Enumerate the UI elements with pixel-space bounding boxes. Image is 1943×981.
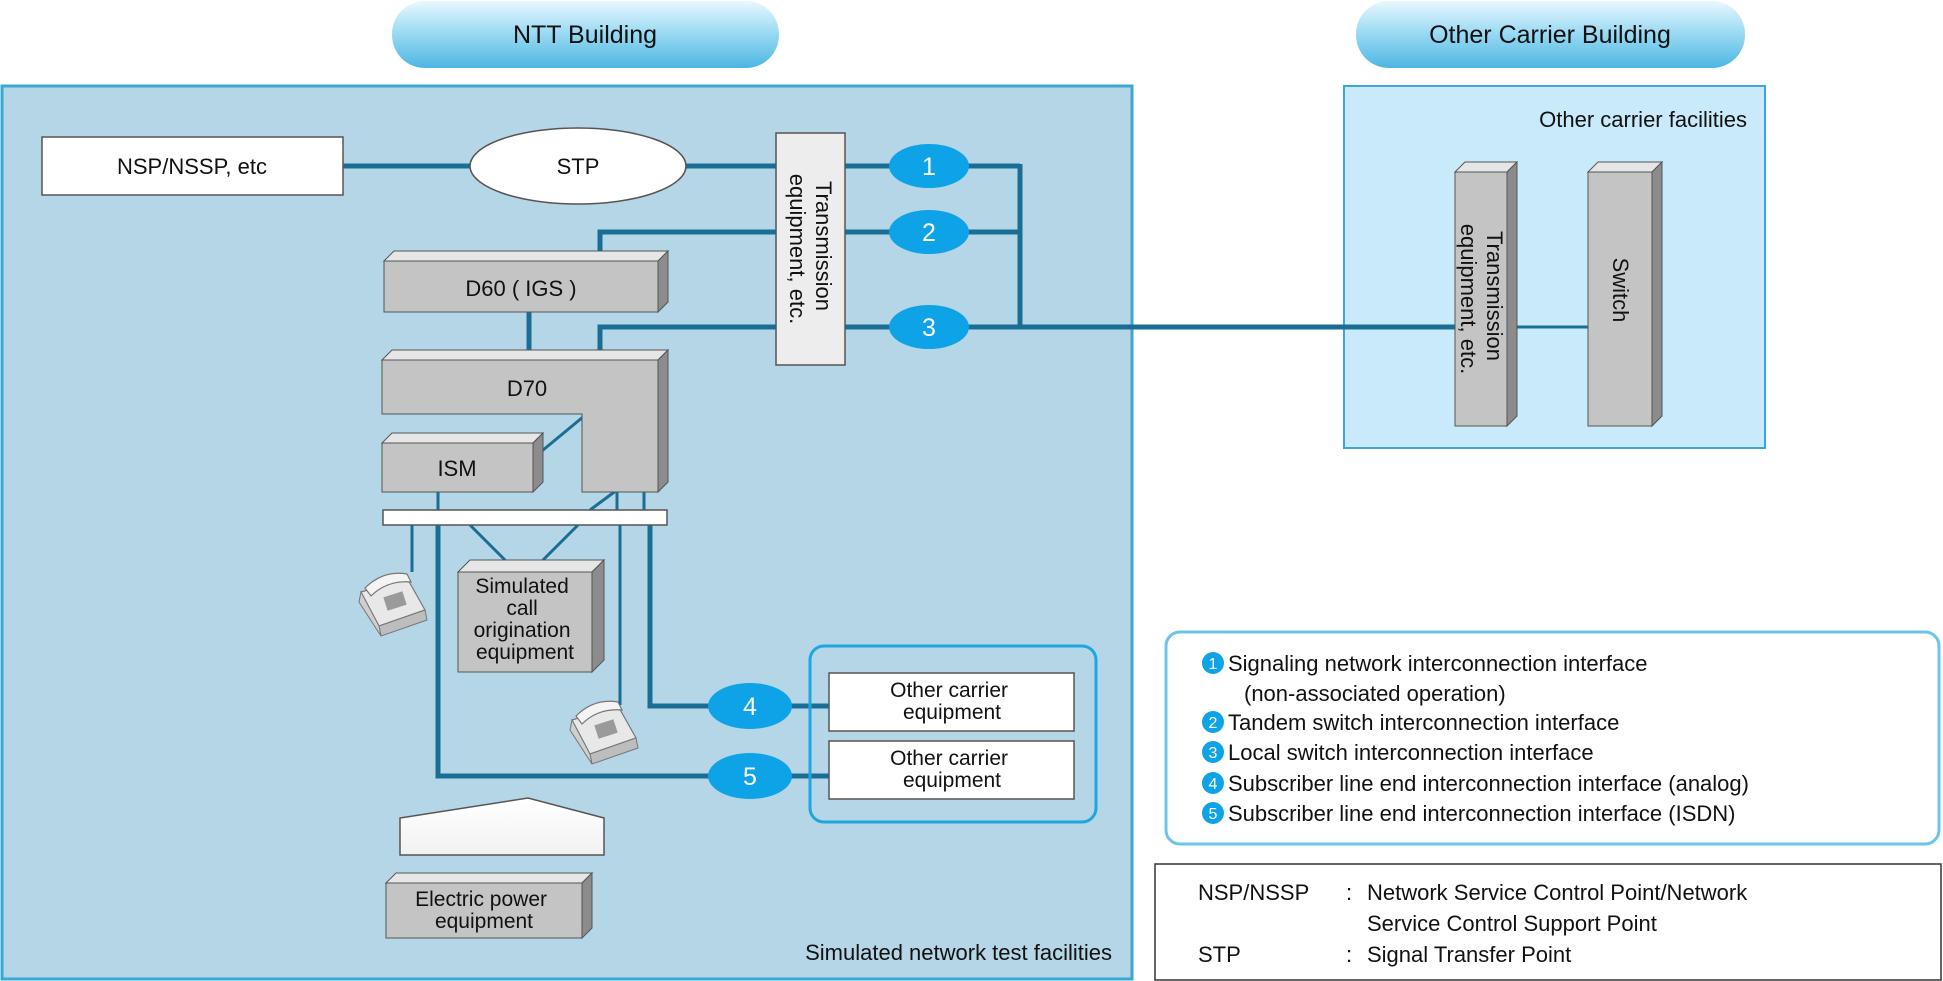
- svg-text:Electric power equipment: Electric power equipment: [415, 888, 553, 933]
- svg-text:Signaling network interconnect: Signaling network interconnection interf…: [1228, 651, 1647, 676]
- other-carrier-equipment-2: Other carrier equipment: [828, 740, 1075, 800]
- svg-text:3: 3: [922, 314, 936, 342]
- ntt-building-header: NTT Building: [392, 1, 779, 68]
- svg-text:(non-associated operation): (non-associated operation): [1244, 681, 1506, 706]
- abbr-nsp-nssp-definition-1: Network Service Control Point/Network: [1367, 880, 1748, 905]
- svg-text:5: 5: [1209, 806, 1218, 823]
- svg-text:Local switch interconnection i: Local switch interconnection interface: [1228, 740, 1594, 765]
- interface-legend-box: [1164, 630, 1941, 846]
- svg-text:Other carrier equipment: Other carrier equipment: [890, 747, 1014, 792]
- other-carrier-building-header: Other Carrier Building: [1356, 1, 1745, 68]
- abbr-nsp-nssp-definition-2: Service Control Support Point: [1367, 911, 1657, 936]
- svg-text:Subscriber line end interconne: Subscriber line end interconnection inte…: [1228, 801, 1735, 826]
- svg-text:Switch: Switch: [1608, 258, 1633, 323]
- simulated-call-origination-equipment: Simulated call origination equipment: [456, 558, 606, 674]
- svg-text:5: 5: [743, 763, 757, 791]
- legend-item-5: 5 Subscriber line end interconnection in…: [1202, 801, 1735, 826]
- telephone-icon: [569, 700, 639, 765]
- svg-text:D70: D70: [507, 376, 547, 401]
- legend-item-2: 2 Tandem switch interconnection interfac…: [1202, 710, 1619, 735]
- svg-text:1: 1: [922, 153, 936, 181]
- other-carrier-switch: Switch: [1586, 160, 1664, 428]
- svg-text::: :: [1346, 942, 1352, 967]
- svg-text:Other Carrier Building: Other Carrier Building: [1429, 21, 1671, 49]
- svg-text::: :: [1346, 880, 1352, 905]
- abbr-stp: STP: [1198, 942, 1241, 967]
- other-carrier-facilities-caption: Other carrier facilities: [1539, 107, 1747, 132]
- legend-item-4: 4 Subscriber line end interconnection in…: [1202, 771, 1749, 796]
- svg-text:ISM: ISM: [437, 456, 476, 481]
- interface-badge-3: 3: [889, 305, 969, 349]
- svg-text:Subscriber line end interconne: Subscriber line end interconnection inte…: [1228, 771, 1749, 796]
- svg-text:D60 ( IGS ): D60 ( IGS ): [465, 276, 576, 301]
- interface-legend: 1 Signaling network interconnection inte…: [1202, 651, 1749, 826]
- svg-text:NTT Building: NTT Building: [513, 21, 657, 49]
- svg-text:4: 4: [743, 693, 757, 721]
- ntt-transmission-equipment: Transmission equipment, etc.: [775, 132, 846, 366]
- electric-power-equipment: Electric power equipment: [384, 871, 594, 940]
- svg-text:Transmission equipment,: Transmission equipment, etc.: [1456, 224, 1507, 374]
- svg-text:4: 4: [1209, 776, 1218, 793]
- d70-switch: D70: [380, 348, 670, 494]
- d60-igs-switch: D60 ( IGS ): [382, 249, 670, 314]
- telephone-icon: [358, 572, 428, 637]
- svg-text:Other carrier equipment: Other carrier equipment: [890, 679, 1014, 724]
- interface-badge-5: 5: [708, 753, 792, 799]
- svg-text:NSP/NSSP, etc: NSP/NSSP, etc: [117, 154, 267, 179]
- other-carrier-equipment-group: [808, 644, 1098, 824]
- other-carrier-equipment-1: Other carrier equipment: [828, 672, 1075, 732]
- ism-unit: ISM: [380, 431, 545, 494]
- simulated-network-caption: Simulated network test facilities: [805, 940, 1112, 965]
- svg-text:Simulated call ori: Simulated call origination equipment: [474, 575, 577, 664]
- svg-text:2: 2: [922, 219, 936, 247]
- legend-item-1: 1 Signaling network interconnection inte…: [1202, 651, 1647, 706]
- svg-text:STP: STP: [557, 154, 600, 179]
- other-carrier-facility-area: [1343, 85, 1766, 449]
- svg-text:1: 1: [1209, 656, 1218, 673]
- interface-badge-1: 1: [889, 144, 969, 188]
- interface-badge-2: 2: [889, 210, 969, 254]
- interface-badge-4: 4: [708, 683, 792, 729]
- abbr-stp-definition: Signal Transfer Point: [1367, 942, 1571, 967]
- svg-text:2: 2: [1209, 715, 1218, 732]
- power-supply-arrow: [399, 797, 605, 856]
- svg-text:Transmission equipment,: Transmission equipment, etc.: [785, 174, 836, 324]
- svg-text:3: 3: [1209, 745, 1218, 762]
- stp-node: STP: [469, 127, 687, 205]
- abbreviation-box: [1154, 863, 1942, 981]
- legend-item-3: 3 Local switch interconnection interface: [1202, 740, 1594, 765]
- nsp-nssp-box: NSP/NSSP, etc: [41, 136, 344, 196]
- other-carrier-transmission-equipment: Transmission equipment, etc.: [1453, 160, 1519, 428]
- abbreviation-list: NSP/NSSP : Network Service Control Point…: [1198, 880, 1748, 967]
- svg-text:Tandem switch interconnection: Tandem switch interconnection interface: [1228, 710, 1619, 735]
- distribution-frame-bar: [382, 509, 668, 526]
- abbr-nsp-nssp: NSP/NSSP: [1198, 880, 1309, 905]
